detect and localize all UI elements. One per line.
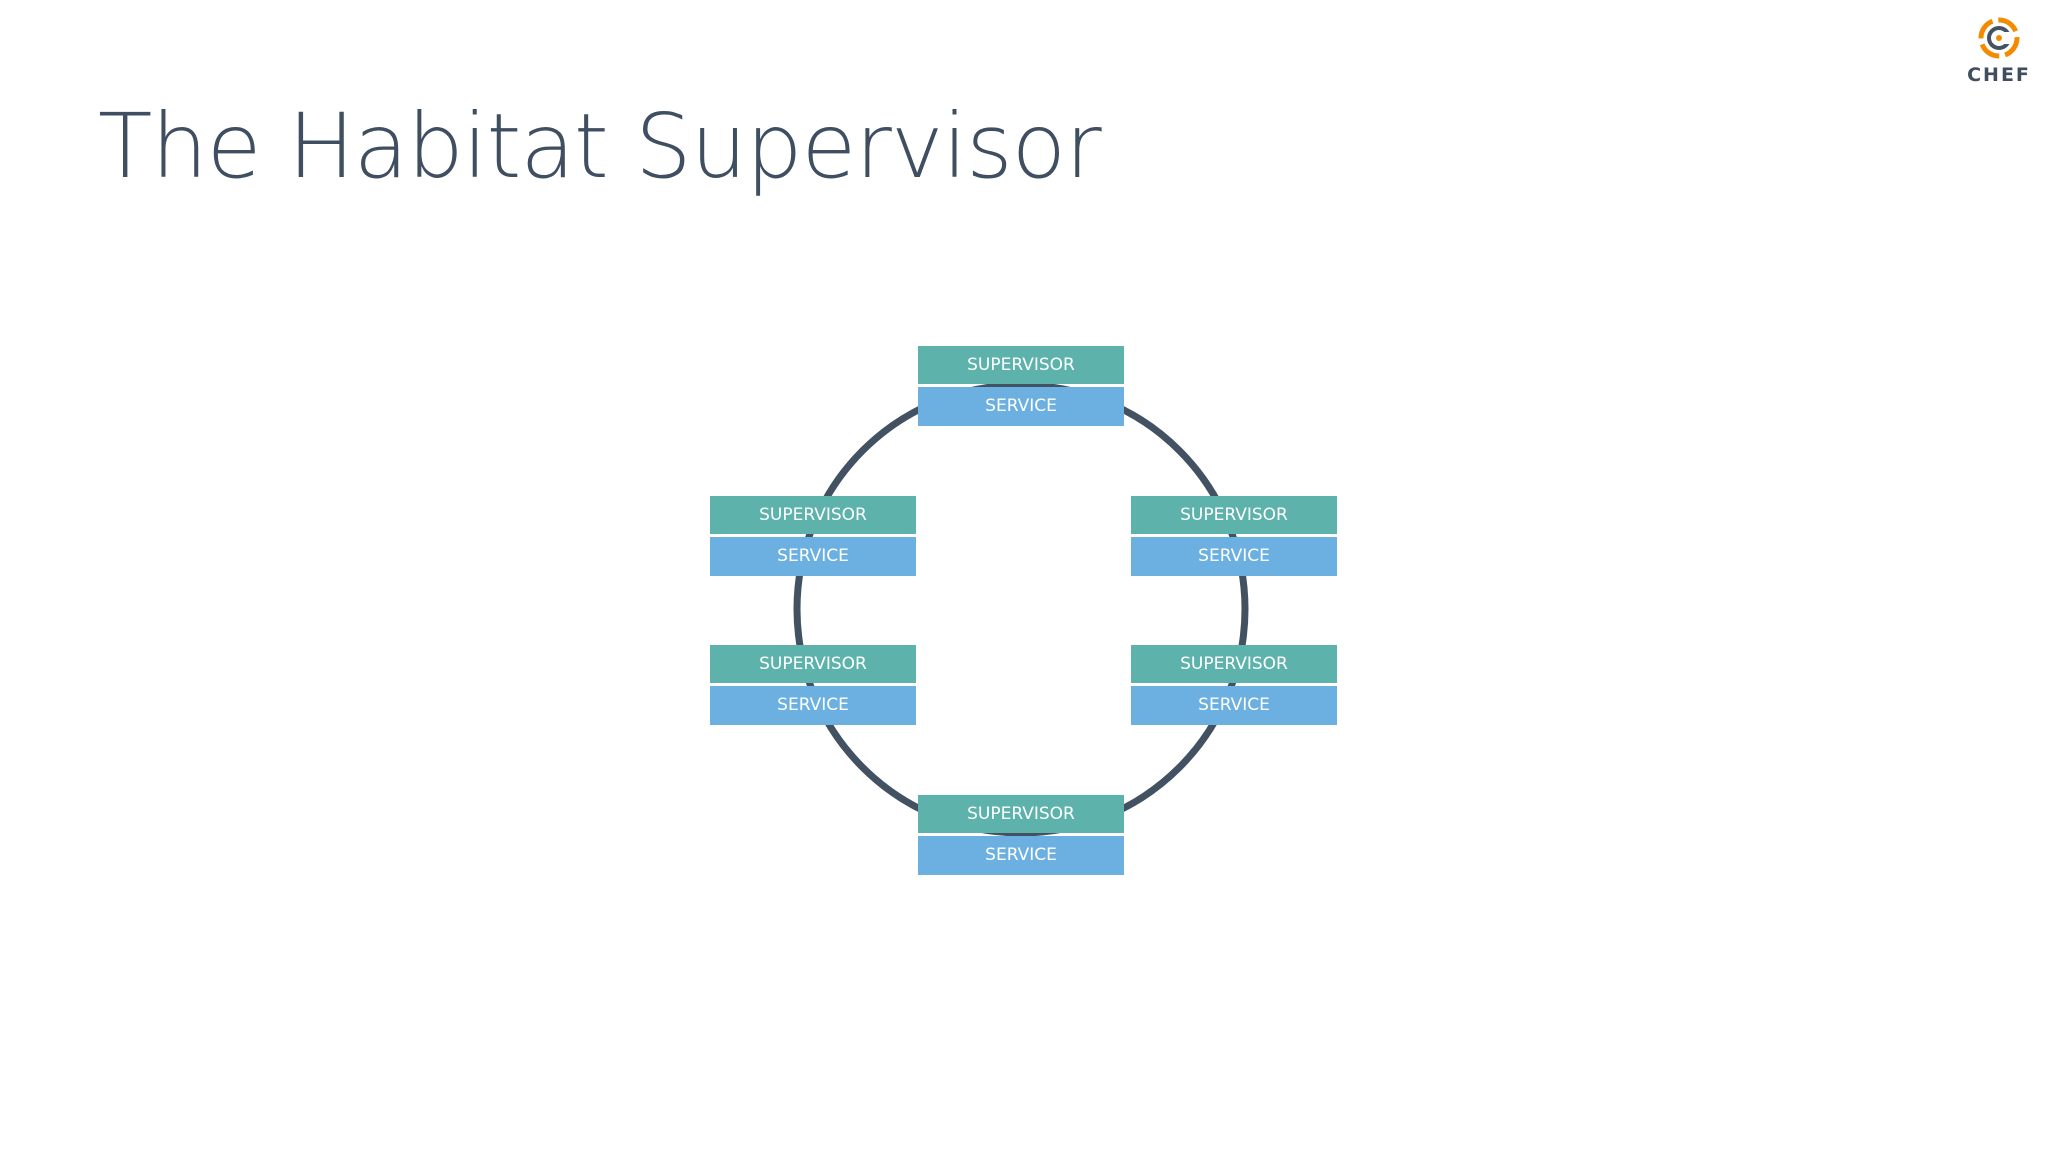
supervisor-node: SUPERVISOR SERVICE xyxy=(1131,645,1337,725)
supervisor-label: SUPERVISOR xyxy=(1131,496,1337,534)
supervisor-node: SUPERVISOR SERVICE xyxy=(710,496,916,576)
slide-title: The Habitat Supervisor xyxy=(98,94,1102,198)
chef-logo-text: CHEF xyxy=(1967,64,2031,86)
supervisor-node: SUPERVISOR SERVICE xyxy=(710,645,916,725)
chef-logo-icon xyxy=(1978,17,2020,59)
service-label: SERVICE xyxy=(1131,686,1337,725)
supervisor-label: SUPERVISOR xyxy=(1131,645,1337,683)
chef-logo: CHEF xyxy=(1957,14,2041,90)
service-label: SERVICE xyxy=(918,836,1124,875)
service-label: SERVICE xyxy=(1131,537,1337,576)
supervisor-label: SUPERVISOR xyxy=(710,645,916,683)
supervisor-label: SUPERVISOR xyxy=(918,346,1124,384)
supervisor-node: SUPERVISOR SERVICE xyxy=(918,346,1124,426)
supervisor-node: SUPERVISOR SERVICE xyxy=(918,795,1124,875)
service-label: SERVICE xyxy=(918,387,1124,426)
supervisor-label: SUPERVISOR xyxy=(918,795,1124,833)
supervisor-node: SUPERVISOR SERVICE xyxy=(1131,496,1337,576)
service-label: SERVICE xyxy=(710,537,916,576)
supervisor-label: SUPERVISOR xyxy=(710,496,916,534)
peer-ring-circle xyxy=(793,381,1249,837)
service-label: SERVICE xyxy=(710,686,916,725)
